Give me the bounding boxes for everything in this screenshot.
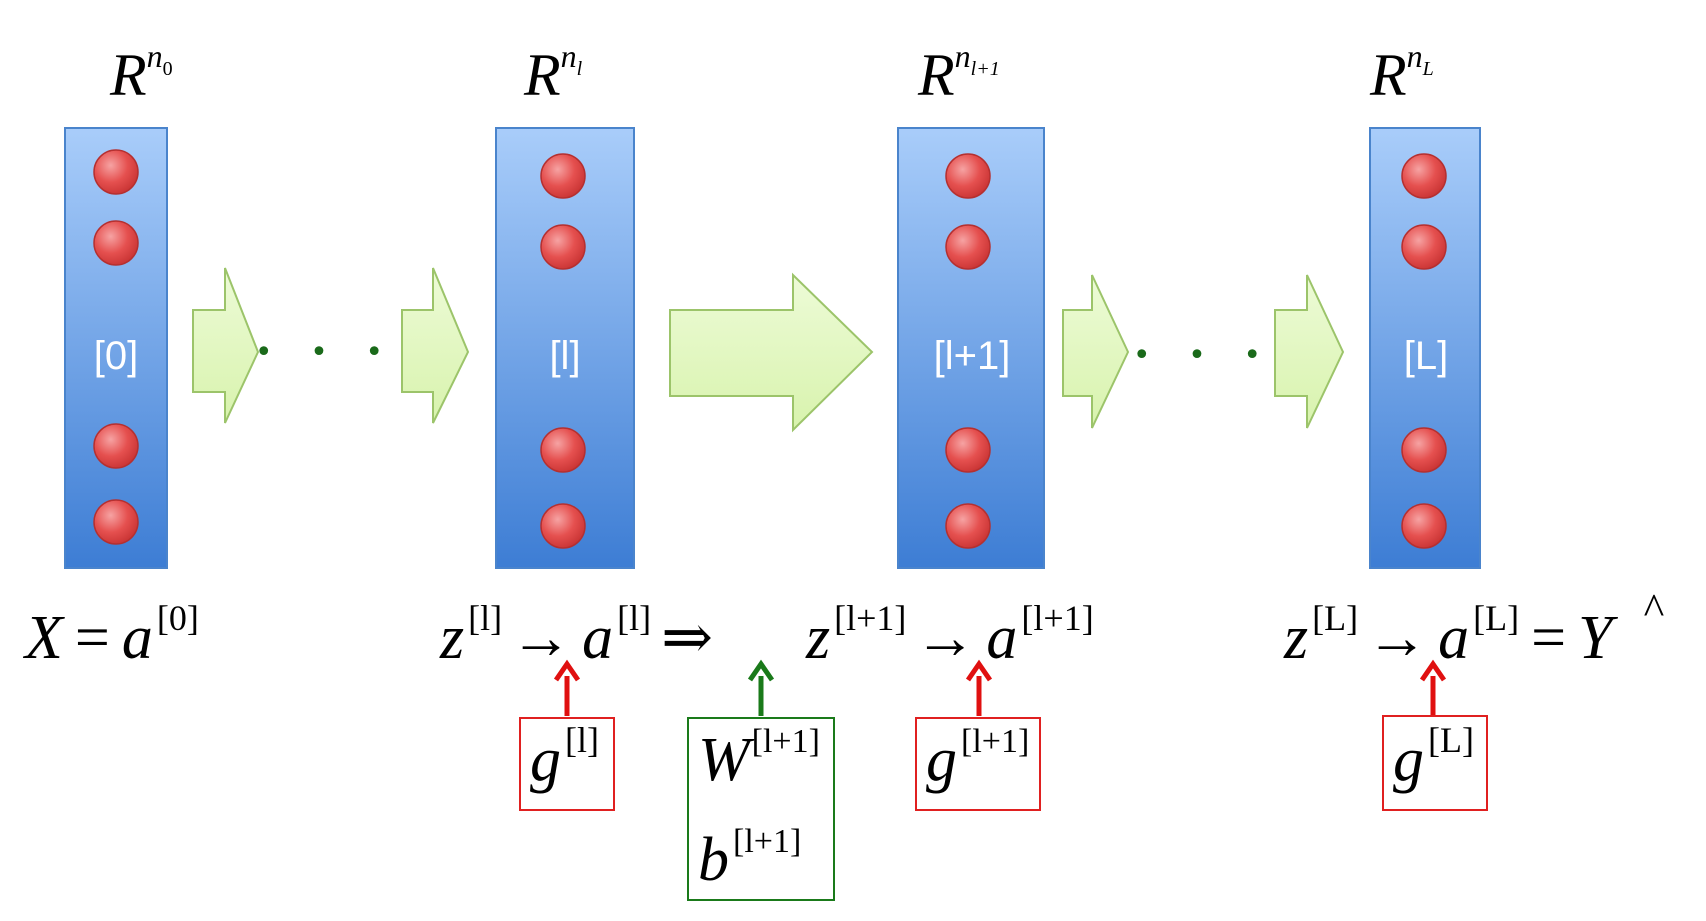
space-label-input: Rn0 [109, 38, 173, 108]
neuron [540, 427, 586, 473]
space-label-layer-l1: Rnl+1 [917, 38, 1000, 108]
neuron [1401, 503, 1447, 549]
ellipsis-left: • • • [255, 335, 397, 370]
neuron [1401, 224, 1447, 270]
layer-label: [0] [94, 334, 138, 378]
neuron [1401, 427, 1447, 473]
layer-input: [0] [64, 127, 168, 569]
layer-label: [L] [1404, 334, 1448, 378]
neuron [945, 224, 991, 270]
svg-text:g[l+1]: g[l+1] [926, 723, 1029, 794]
ellipsis-right: • • • [1133, 338, 1275, 373]
neuron [945, 427, 991, 473]
activation-arrow-l1 [965, 659, 993, 716]
activation-box-output: g[L] [1382, 715, 1488, 811]
neuron [1401, 153, 1447, 199]
neuron [540, 224, 586, 270]
activation-box-l1: g[l+1] [915, 717, 1041, 811]
layer-label: [l+1] [934, 334, 1011, 378]
activation-arrow-l [553, 659, 581, 716]
layer-output: [L] [1369, 127, 1481, 569]
neuron [945, 503, 991, 549]
forward-arrow-main [669, 272, 874, 433]
neuron [540, 153, 586, 199]
activation-arrow-output [1419, 659, 1447, 716]
svg-text:W[l+1]: W[l+1] [698, 723, 820, 794]
layer-l: [l] [495, 127, 635, 569]
forward-arrow-2 [401, 267, 470, 424]
space-label-layer-l: Rnl [523, 38, 583, 108]
activation-box-l: g[l] [519, 717, 615, 811]
forward-arrow-3 [1062, 274, 1130, 429]
neuron [93, 423, 139, 469]
neuron [945, 153, 991, 199]
param-box: W[l+1] b[l+1] [687, 717, 835, 901]
svg-text:b[l+1]: b[l+1] [698, 823, 801, 894]
layer-label: [l] [549, 334, 580, 378]
space-label-output: RnL [1369, 38, 1434, 108]
param-arrow [747, 659, 775, 716]
neuron [93, 499, 139, 545]
equation-input: X=a[0] [22, 598, 199, 672]
neuron [93, 149, 139, 195]
forward-arrow-1 [192, 267, 260, 424]
layer-l-plus-1: [l+1] [897, 127, 1045, 569]
equation-output: z[L]→a[L]=Y [1283, 598, 1618, 672]
svg-text:g[L]: g[L] [1393, 720, 1474, 794]
svg-text:g[l]: g[l] [530, 720, 599, 794]
equation-layer-l1: z[l+1]→a[l+1] [805, 598, 1094, 672]
y-hat-accent: ^ [1644, 585, 1665, 634]
equation-layer-l: z[l]→a[l]⇒ [439, 598, 713, 672]
neuron [93, 220, 139, 266]
forward-arrow-4 [1274, 274, 1345, 429]
neuron [540, 503, 586, 549]
